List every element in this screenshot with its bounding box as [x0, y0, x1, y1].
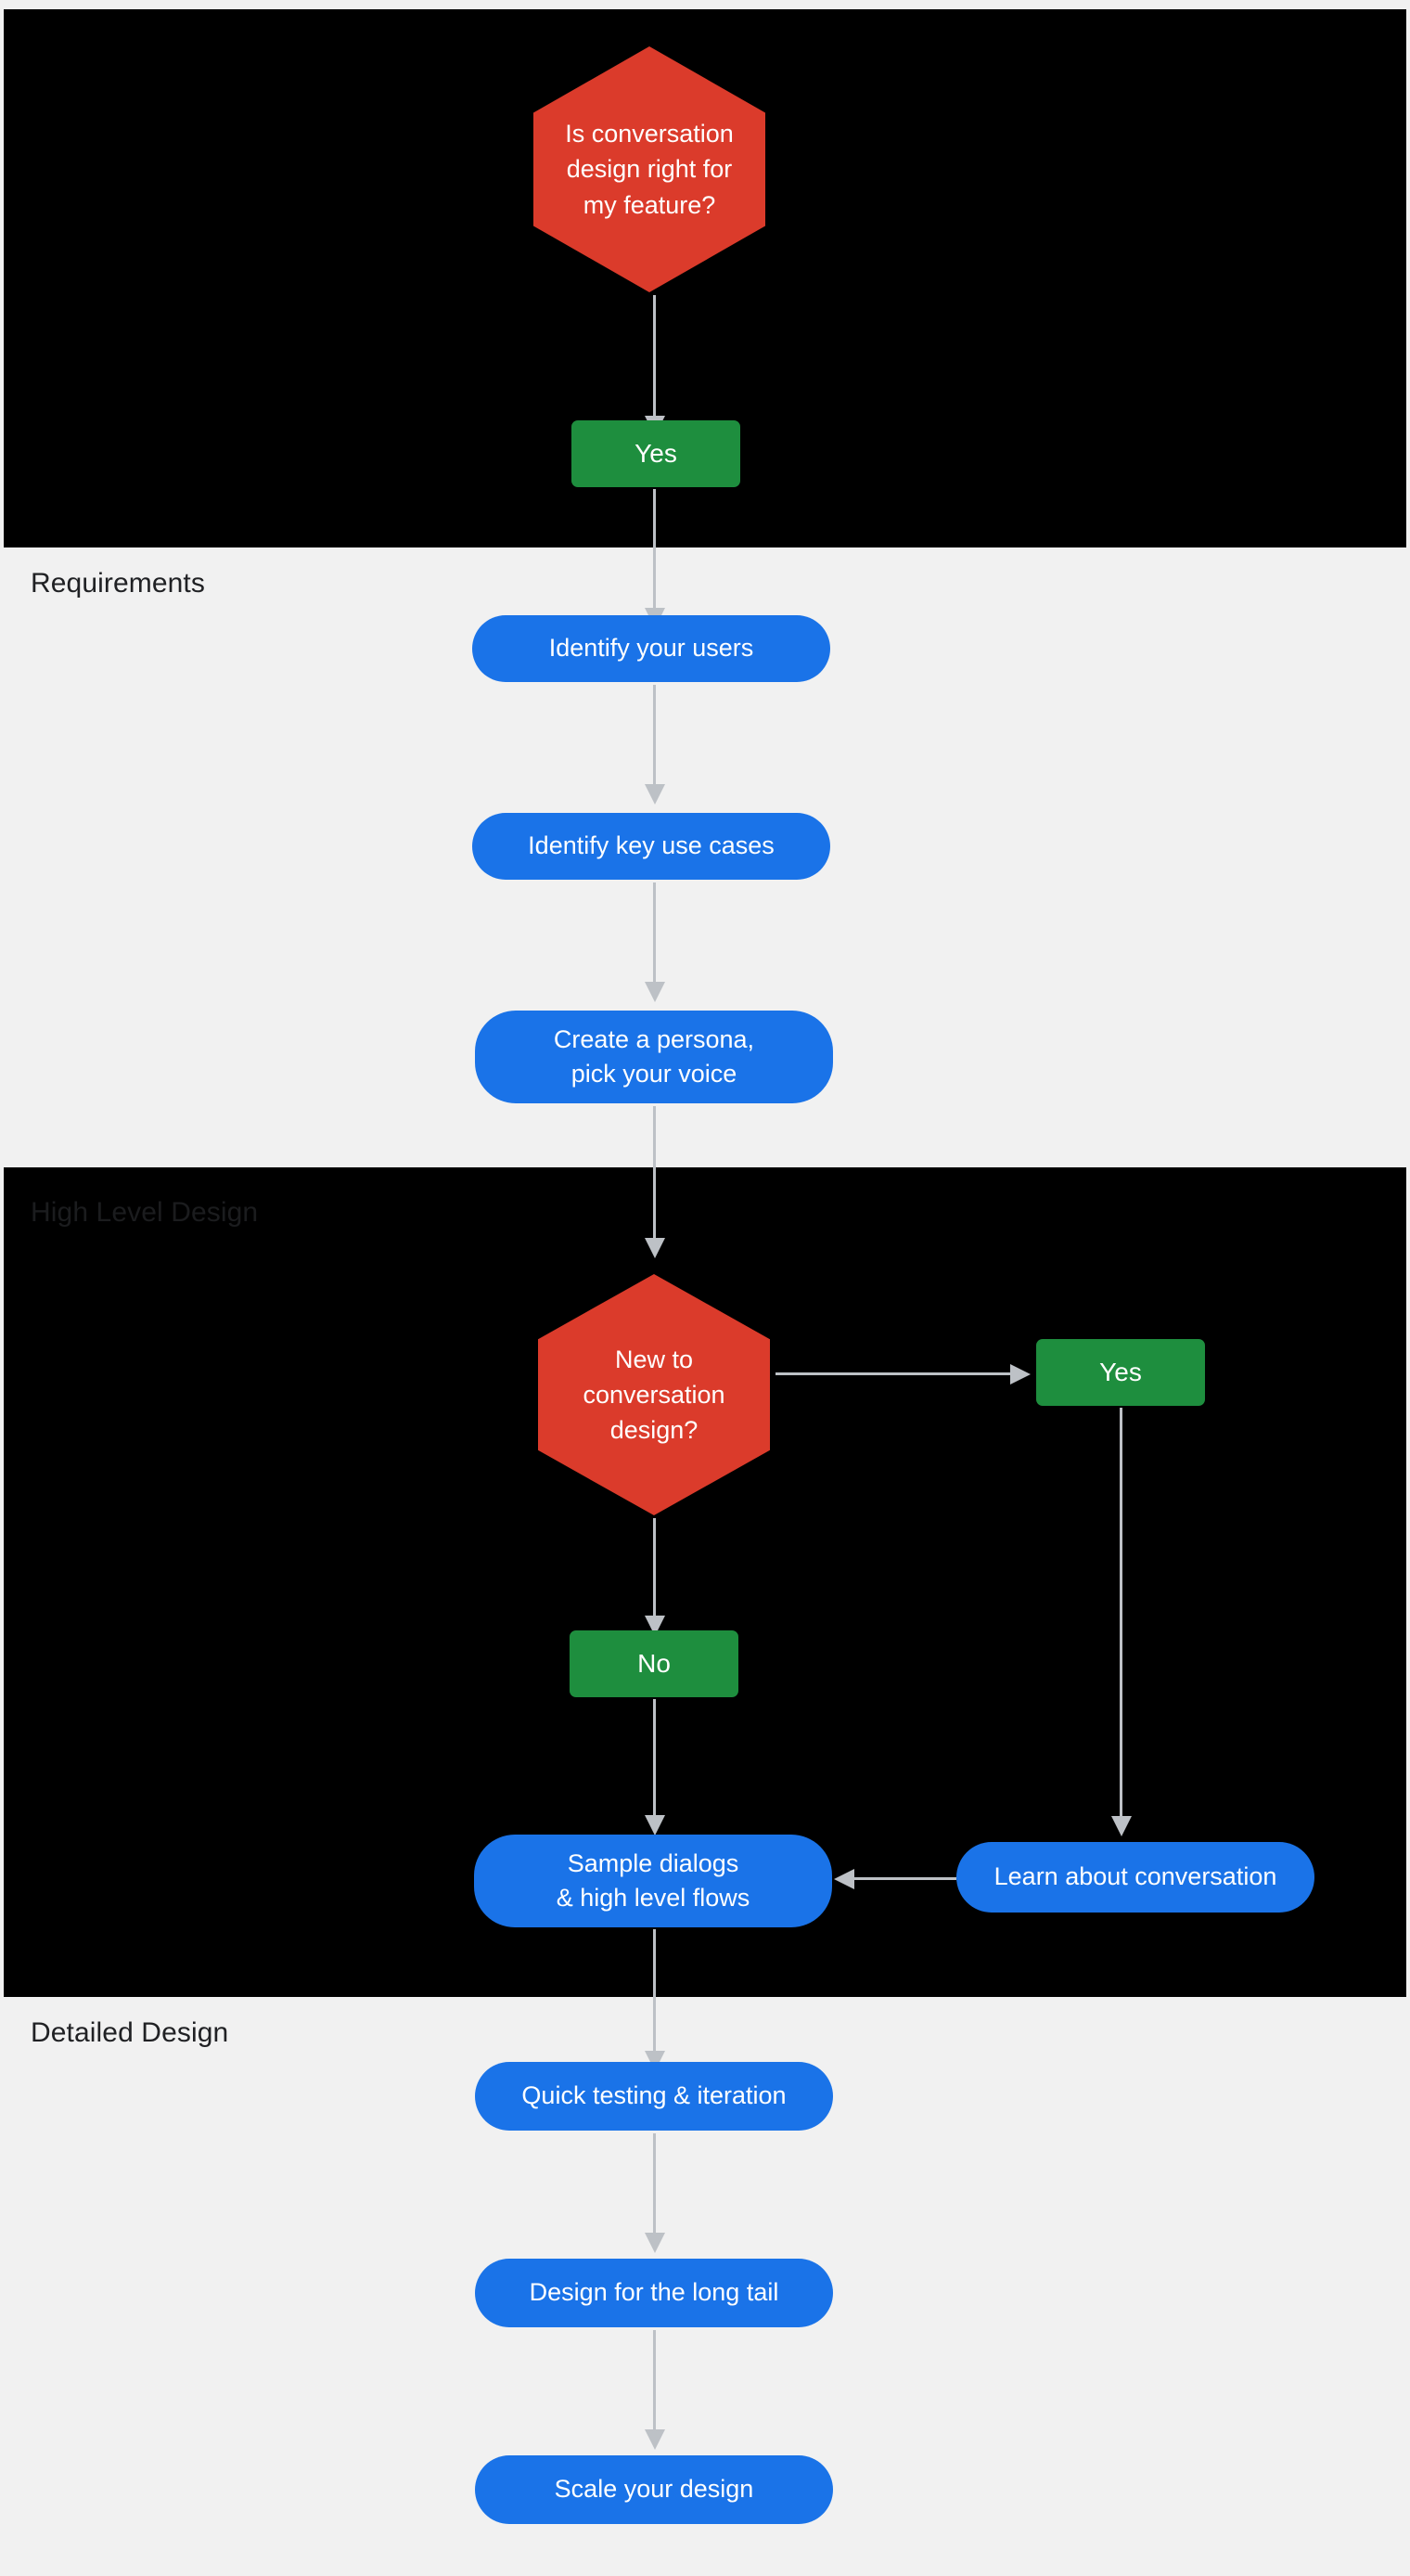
- action-scale-your-design-label: Scale your design: [554, 2475, 754, 2504]
- section-label-high-level-design: High Level Design: [31, 1197, 259, 1228]
- arrowhead-down-icon: [644, 1238, 665, 1258]
- arrowhead-down-icon: [644, 1815, 665, 1835]
- section-label-requirements: Requirements: [31, 568, 205, 599]
- action-sample-dialogs-and-high-level-flows[interactable]: Sample dialogs & high level flows: [474, 1835, 832, 1927]
- action-scale-your-design[interactable]: Scale your design: [475, 2455, 833, 2524]
- action-quick-testing-label: Quick testing & iteration: [521, 2081, 787, 2110]
- answer-no-new-to-cd-label: No: [637, 1649, 671, 1679]
- connector-line: [1120, 1408, 1122, 1816]
- answer-yes-new-to-cd[interactable]: Yes: [1036, 1339, 1205, 1406]
- connector-line: [653, 489, 656, 608]
- decision-start-line-2: design right for: [566, 155, 733, 184]
- answer-no-new-to-cd[interactable]: No: [570, 1630, 738, 1697]
- connector-line: [653, 882, 656, 982]
- answer-yes-start[interactable]: Yes: [571, 420, 740, 487]
- connector-line: [854, 1877, 956, 1880]
- decision-new-line-2: conversation: [583, 1380, 725, 1409]
- answer-yes-start-label: Yes: [634, 439, 677, 469]
- arrowhead-right-icon: [1010, 1363, 1031, 1385]
- connector-line: [653, 1518, 656, 1616]
- connector-line: [653, 685, 656, 784]
- arrowhead-down-icon: [1110, 1816, 1132, 1836]
- decision-start-line-1: Is conversation: [565, 120, 734, 148]
- action-quick-testing-and-iteration[interactable]: Quick testing & iteration: [475, 2062, 833, 2131]
- answer-yes-new-to-cd-label: Yes: [1099, 1358, 1142, 1387]
- connector-line: [776, 1372, 1010, 1375]
- decision-new-line-1: New to: [614, 1345, 694, 1373]
- connector-line: [653, 1699, 656, 1815]
- arrowhead-left-icon: [834, 1868, 854, 1889]
- action-learn-about-conversation-label: Learn about conversation: [993, 1862, 1277, 1891]
- action-create-persona-line-1: Create a persona,: [553, 1024, 755, 1053]
- action-identify-your-users[interactable]: Identify your users: [472, 615, 830, 682]
- action-design-for-long-tail-label: Design for the long tail: [529, 2278, 779, 2307]
- action-identify-your-users-label: Identify your users: [548, 634, 754, 663]
- action-identify-key-use-cases-label: Identify key use cases: [528, 831, 775, 860]
- arrowhead-down-icon: [644, 2429, 665, 2450]
- decision-new-line-3: design?: [609, 1416, 699, 1445]
- decision-start-line-3: my feature?: [583, 190, 716, 219]
- connector-line: [653, 2133, 656, 2233]
- action-sample-dialogs-line-2: & high level flows: [556, 1884, 750, 1912]
- connector-line: [653, 1106, 656, 1238]
- action-sample-dialogs-line-1: Sample dialogs: [567, 1848, 739, 1877]
- connector-line: [653, 1929, 656, 2051]
- connector-line: [653, 295, 656, 416]
- arrowhead-down-icon: [644, 784, 665, 805]
- action-design-for-the-long-tail[interactable]: Design for the long tail: [475, 2259, 833, 2327]
- arrowhead-down-icon: [644, 2233, 665, 2253]
- section-label-detailed-design: Detailed Design: [31, 2017, 229, 2048]
- action-create-persona-pick-voice[interactable]: Create a persona, pick your voice: [475, 1011, 833, 1103]
- connector-line: [653, 2330, 656, 2429]
- action-create-persona-line-2: pick your voice: [570, 1060, 737, 1088]
- action-learn-about-conversation[interactable]: Learn about conversation: [956, 1842, 1314, 1913]
- action-identify-key-use-cases[interactable]: Identify key use cases: [472, 813, 830, 880]
- arrowhead-down-icon: [644, 982, 665, 1002]
